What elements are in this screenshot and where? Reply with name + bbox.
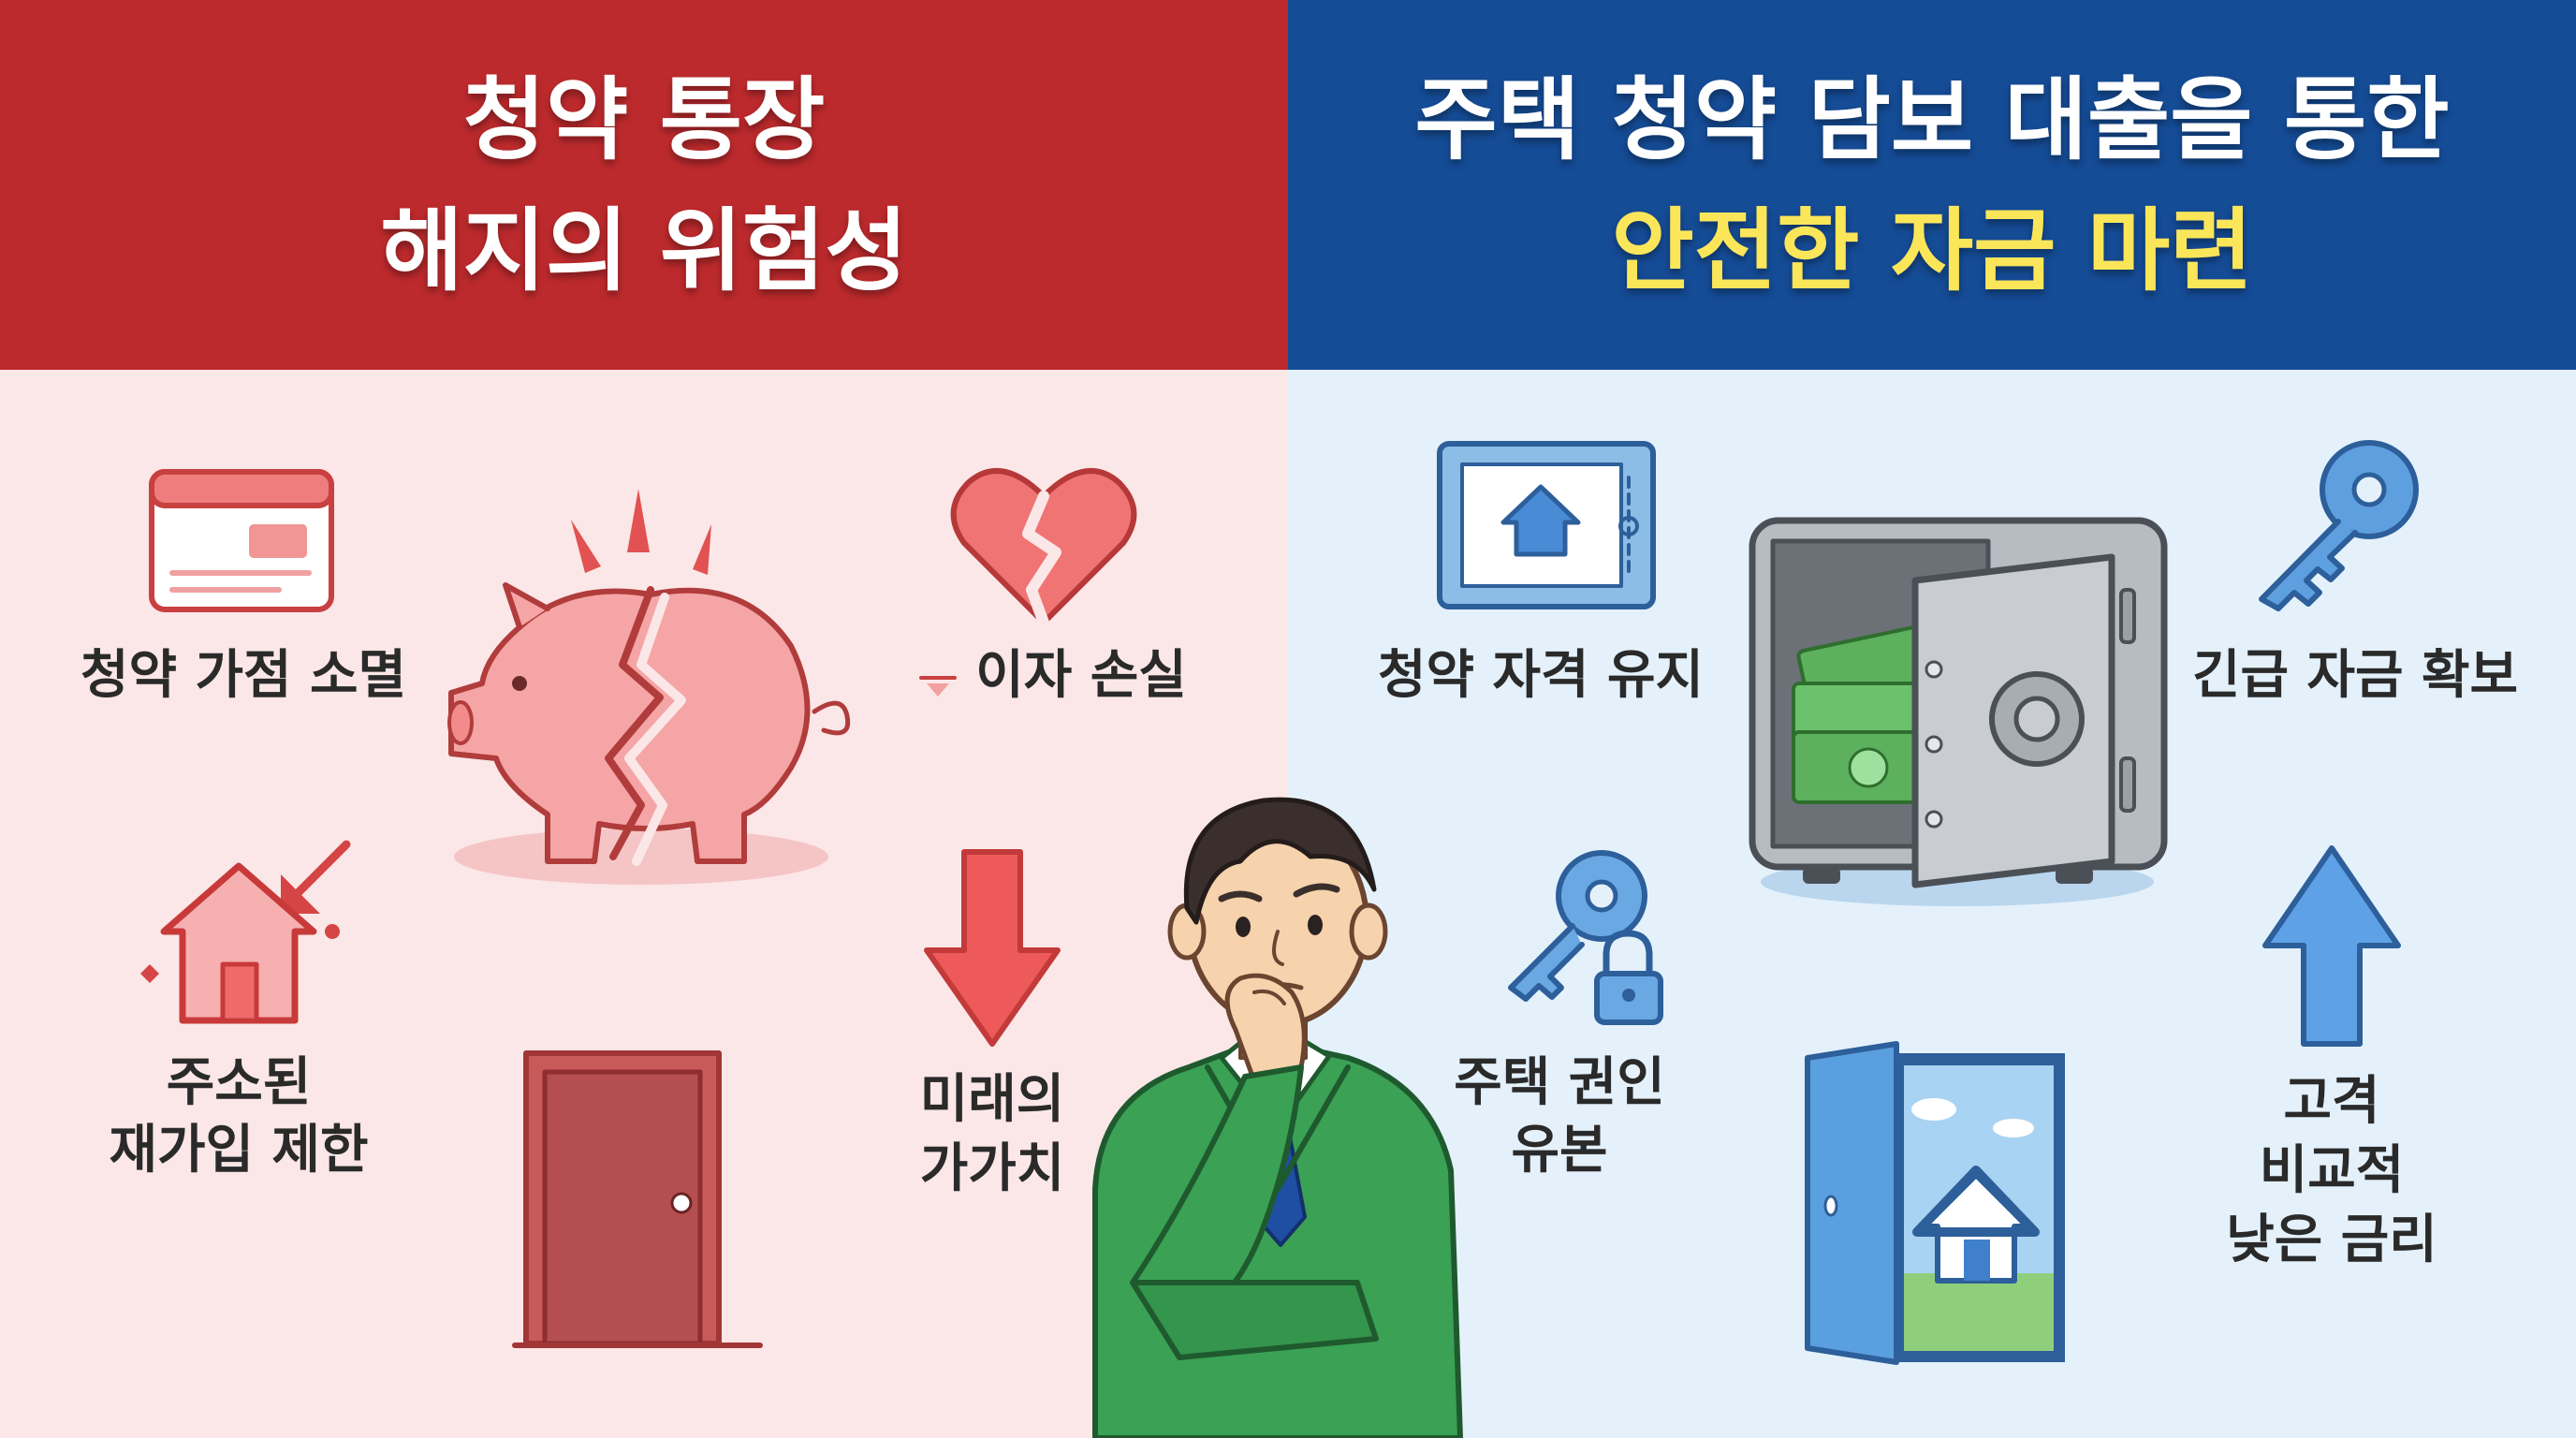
low-rate-line2: 비교적 (2259, 1140, 2405, 1201)
passbook-house-icon (1437, 441, 1656, 609)
solution-title-line2: 안전한 자금 마련 (1611, 198, 2253, 303)
broken-piggy-bank-icon (447, 489, 851, 885)
rejoin-limit-line2: 재가입 제한 (109, 1120, 369, 1181)
solution-title-banner: 주택 청약 담보 대출을 통한 안전한 자금 마련 (1288, 0, 2576, 370)
key-lock-icon (1508, 850, 1663, 1025)
up-arrow-icon (2262, 845, 2401, 1047)
home-rights-line1: 주택 권인 (1454, 1052, 1665, 1113)
broken-heart-icon (950, 468, 1137, 628)
future-value-line2: 가가치 (919, 1138, 1065, 1199)
risk-panel: 청약 통장 해지의 위험성 청약 가점 소멸 이자 손실 (0, 0, 1288, 1438)
risk-title-line1: 청약 통장 (462, 66, 826, 172)
future-value-line1: 미래의 (919, 1069, 1065, 1130)
low-rate-line3: 낮은 금리 (2226, 1210, 2437, 1270)
card-icon (149, 469, 334, 612)
down-arrow-icon (924, 849, 1061, 1047)
small-down-triangle-icon (919, 676, 957, 697)
emergency-funds-label: 긴급 자금 확보 (2191, 645, 2519, 706)
risk-title-line2: 해지의 위험성 (380, 198, 908, 303)
solution-title-line1: 주택 청약 담보 대출을 통한 (1414, 66, 2450, 172)
points-loss-label: 청약 가점 소멸 (80, 645, 407, 706)
low-rate-line1: 고격 (2283, 1071, 2380, 1132)
open-door-house-icon (1805, 1041, 2065, 1365)
interest-loss-label: 이자 손실 (975, 645, 1187, 706)
risk-title-banner: 청약 통장 해지의 위험성 (0, 0, 1288, 370)
rejoin-limit-line1: 주소된 (166, 1052, 312, 1113)
thinking-man-illustration (1092, 797, 1463, 1438)
key-icon (2259, 440, 2419, 611)
open-safe-money-icon (1749, 517, 2168, 906)
solution-panel: 주택 청약 담보 대출을 통한 안전한 자금 마련 청약 자격 유지 (1288, 0, 2576, 1438)
house-arrow-icon (140, 840, 351, 1024)
home-rights-line2: 유본 (1511, 1120, 1608, 1181)
keep-eligibility-label: 청약 자격 유지 (1377, 645, 1705, 706)
closed-door-icon (512, 1050, 763, 1348)
